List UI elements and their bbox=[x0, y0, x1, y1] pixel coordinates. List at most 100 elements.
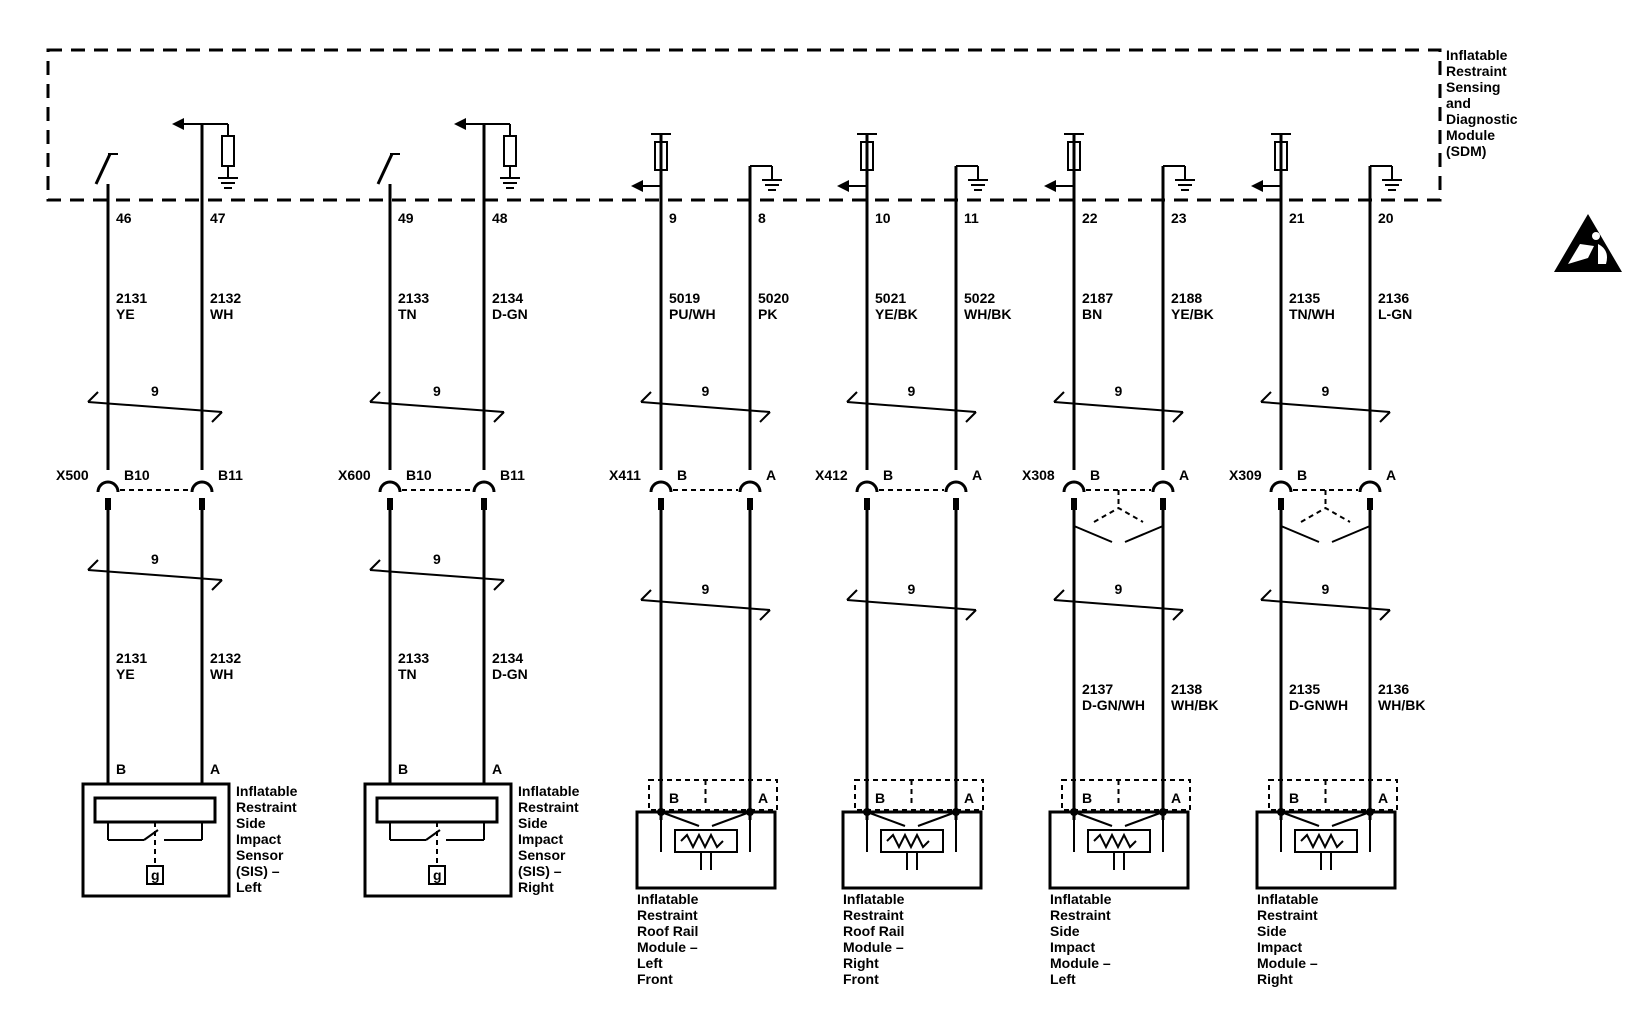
circuit-number: 2187 bbox=[1082, 290, 1113, 306]
shorting-bar-icon bbox=[1073, 525, 1113, 543]
connector-female-icon bbox=[378, 480, 402, 493]
wire-color: TN/WH bbox=[1289, 306, 1335, 322]
device-label-line: Roof Rail bbox=[637, 923, 698, 939]
device-label-line: Restraint bbox=[1050, 907, 1111, 923]
connector-male-icon bbox=[481, 498, 487, 510]
connector-id: X308 bbox=[1022, 467, 1055, 483]
resistor-icon bbox=[654, 141, 668, 171]
shorting-bar-icon bbox=[1280, 811, 1320, 827]
connector-male-icon bbox=[1278, 498, 1284, 510]
pin-number: 22 bbox=[1082, 210, 1098, 226]
resistor-icon bbox=[1300, 832, 1344, 850]
wire-color: YE/BK bbox=[1171, 306, 1214, 322]
wire-color: PK bbox=[758, 306, 777, 322]
device-label-line: Impact bbox=[236, 831, 281, 847]
wire-color: PU/WH bbox=[669, 306, 716, 322]
device-label-line: Side bbox=[1050, 923, 1080, 939]
pin-number: 23 bbox=[1171, 210, 1187, 226]
resistor-icon bbox=[221, 135, 235, 167]
switch-icon bbox=[94, 153, 112, 185]
connector-female-icon bbox=[855, 480, 879, 493]
twist-label: 9 bbox=[151, 551, 159, 567]
circuit-number: 2137 bbox=[1082, 681, 1113, 697]
connector-male-icon bbox=[1367, 498, 1373, 510]
resistor-icon bbox=[503, 135, 517, 167]
device-pin: A bbox=[964, 790, 974, 806]
connector-male-icon bbox=[864, 498, 870, 510]
twist-label: 9 bbox=[151, 383, 159, 399]
wire-color: WH bbox=[210, 306, 233, 322]
connector-male-icon bbox=[658, 498, 664, 510]
device-label-line: Module – bbox=[843, 939, 904, 955]
wire-color: WH/BK bbox=[964, 306, 1011, 322]
device-pin: B bbox=[1082, 790, 1092, 806]
cavity-label: B10 bbox=[124, 467, 150, 483]
circuit-number: 5020 bbox=[758, 290, 789, 306]
wire-color: YE bbox=[116, 666, 135, 682]
connector-id: X309 bbox=[1229, 467, 1262, 483]
sdm-label-line: and bbox=[1446, 95, 1471, 111]
circuit-number: 2136 bbox=[1378, 290, 1409, 306]
twisted-pair-marker: 9 bbox=[1260, 581, 1391, 621]
twisted-pair-marker: 9 bbox=[369, 551, 505, 591]
device-label-line: Inflatable bbox=[1257, 891, 1319, 907]
squib-icon bbox=[1087, 829, 1151, 853]
twist-label: 9 bbox=[1115, 383, 1123, 399]
circuit-number: 2188 bbox=[1171, 290, 1202, 306]
twist-label: 9 bbox=[702, 383, 710, 399]
sdm-label-line: (SDM) bbox=[1446, 143, 1486, 159]
sdm-label-line: Restraint bbox=[1446, 63, 1507, 79]
connector-female-icon bbox=[96, 480, 120, 493]
squib-icon bbox=[1294, 829, 1358, 853]
device-label-line: Sensor bbox=[518, 847, 566, 863]
twisted-pair-marker: 9 bbox=[369, 383, 505, 423]
cavity-label: B bbox=[1090, 467, 1100, 483]
resistor-icon bbox=[860, 141, 874, 171]
twisted-pair-marker: 9 bbox=[846, 383, 977, 423]
device-label-line: Sensor bbox=[236, 847, 284, 863]
resistor-icon bbox=[1274, 141, 1288, 171]
device-label-line: Side bbox=[236, 815, 266, 831]
resistor-icon bbox=[1093, 832, 1137, 850]
pin-number: 8 bbox=[758, 210, 766, 226]
connector-female-icon bbox=[190, 480, 214, 493]
twisted-pair-marker: 9 bbox=[1053, 383, 1184, 423]
device-label-line: Restraint bbox=[1257, 907, 1318, 923]
wire-color: BN bbox=[1082, 306, 1102, 322]
wire-color: YE bbox=[116, 306, 135, 322]
pin-number: 21 bbox=[1289, 210, 1305, 226]
pin-number: 47 bbox=[210, 210, 226, 226]
connector-female-icon bbox=[472, 480, 496, 493]
twist-label: 9 bbox=[1322, 581, 1330, 597]
airbag-warning-icon bbox=[1554, 214, 1622, 272]
device-pin: B bbox=[116, 761, 126, 777]
wire-color: D-GN/WH bbox=[1082, 697, 1145, 713]
cavity-label: B bbox=[883, 467, 893, 483]
device-label-line: Module – bbox=[637, 939, 698, 955]
squib-icon bbox=[674, 829, 738, 853]
connector-male-icon bbox=[1160, 498, 1166, 510]
device-label-line: Side bbox=[1257, 923, 1287, 939]
pin-number: 11 bbox=[964, 210, 979, 226]
device-label-line: Left bbox=[236, 879, 262, 895]
wire-color: WH bbox=[210, 666, 233, 682]
twist-label: 9 bbox=[1322, 383, 1330, 399]
arrow-icon bbox=[1251, 180, 1263, 192]
connector-id: X600 bbox=[338, 467, 371, 483]
device-label-line: Side bbox=[518, 815, 548, 831]
ground-icon bbox=[762, 179, 782, 191]
connector-id: X500 bbox=[56, 467, 89, 483]
device-label-line: Impact bbox=[1257, 939, 1302, 955]
wire-color: TN bbox=[398, 306, 417, 322]
twisted-pair-marker: 9 bbox=[87, 551, 223, 591]
